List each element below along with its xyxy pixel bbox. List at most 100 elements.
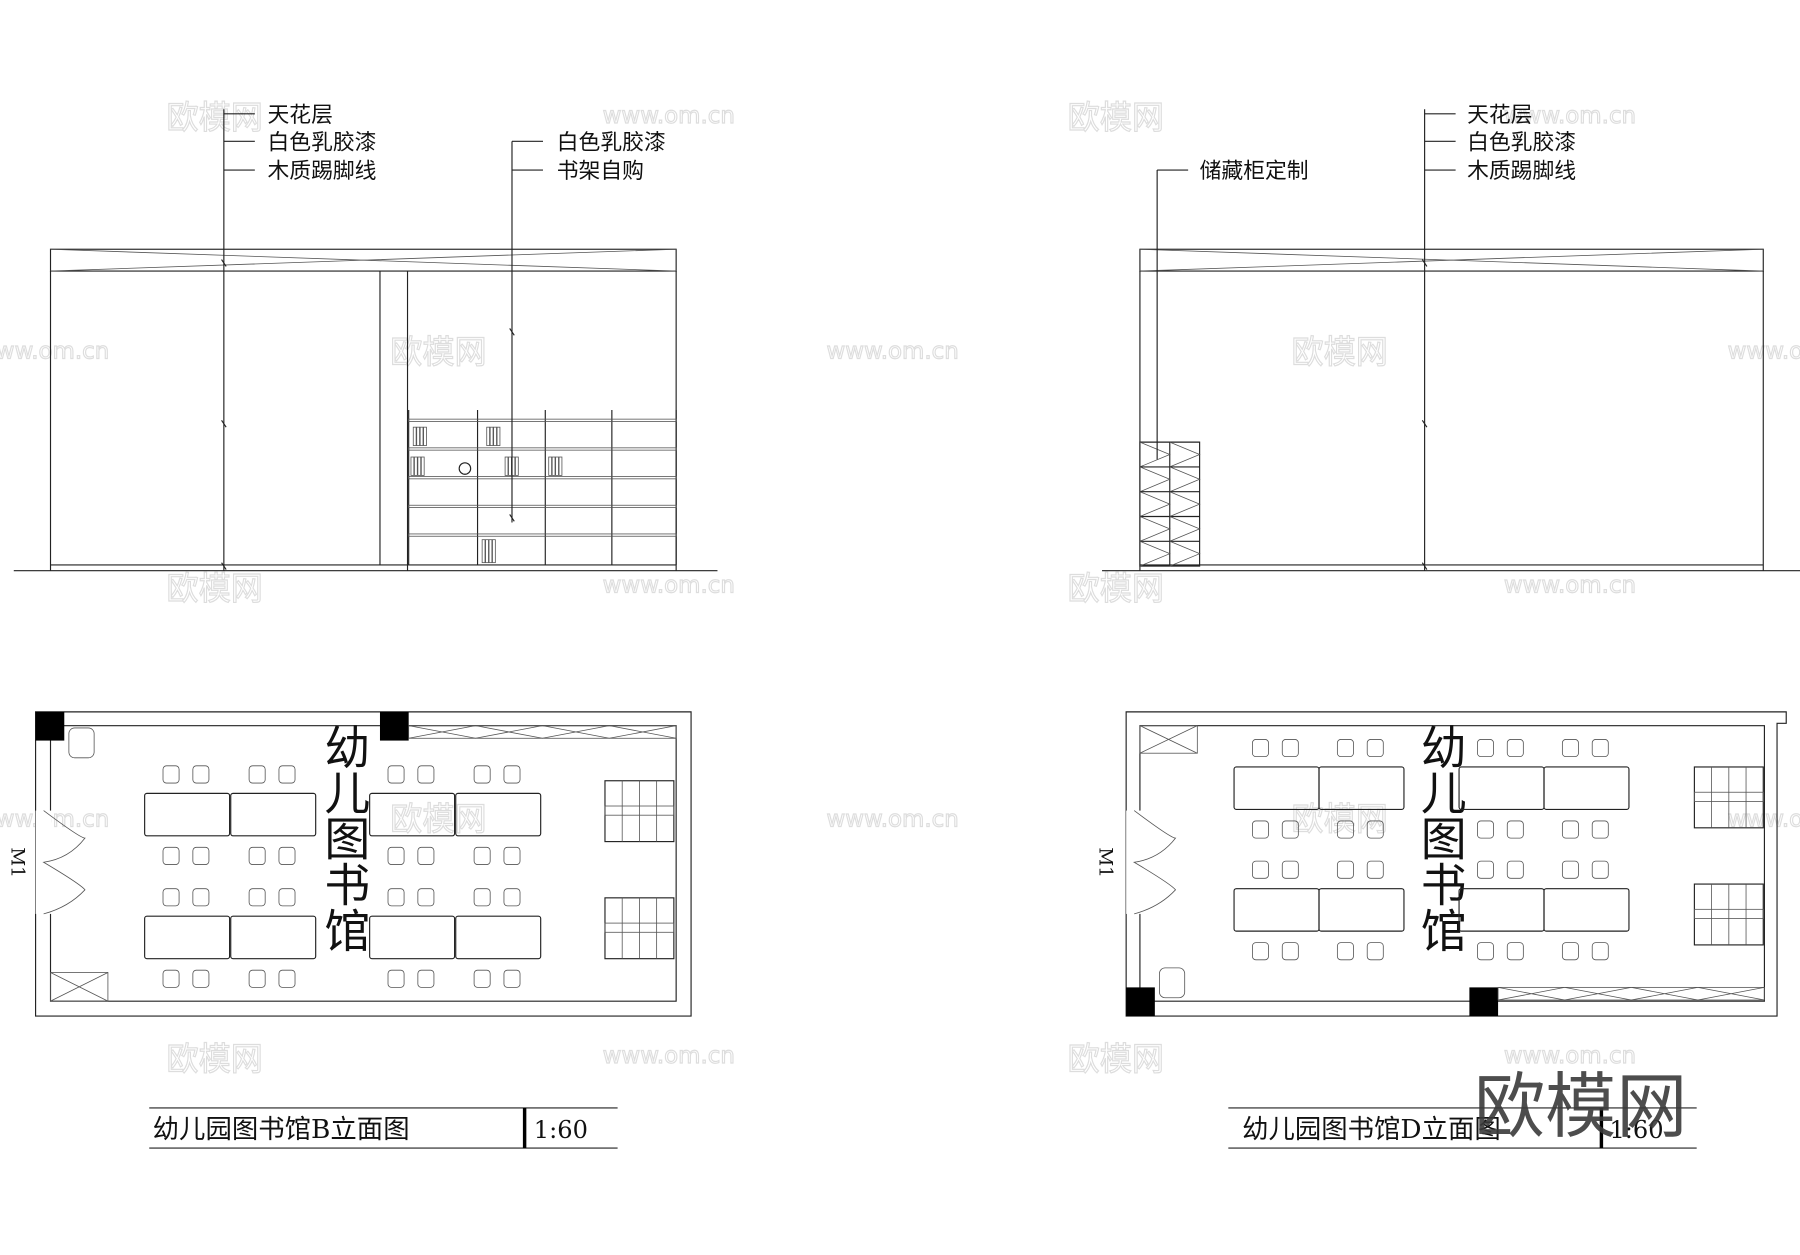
table <box>1318 888 1405 932</box>
book <box>489 426 494 446</box>
watermark-site: www.om.cn <box>827 807 959 833</box>
chair <box>1477 739 1494 758</box>
drawing-title: 幼儿园图书馆D立面图 <box>1242 1114 1501 1145</box>
storage-cabinet <box>1139 441 1201 567</box>
line <box>475 725 543 739</box>
table <box>230 915 317 960</box>
line <box>1631 986 1698 1001</box>
ornament <box>458 462 472 475</box>
book <box>515 456 519 476</box>
chair <box>503 888 521 907</box>
book <box>410 456 415 476</box>
shelf-board <box>408 504 677 508</box>
chair <box>1336 860 1354 879</box>
chair <box>1561 860 1579 879</box>
chair <box>1506 860 1524 879</box>
chair <box>1561 739 1579 758</box>
bookshelf <box>408 409 677 565</box>
chair <box>192 765 210 784</box>
chair <box>387 888 405 907</box>
chair <box>1252 739 1269 758</box>
chair <box>503 969 521 988</box>
book <box>416 426 420 446</box>
leader-label: 白色乳胶漆 <box>1467 130 1576 155</box>
watermark-site: www.om.cn <box>0 338 109 364</box>
table <box>1543 766 1630 811</box>
floor-plan-b: M1 幼儿图书馆 <box>6 711 692 1017</box>
shelf-board <box>408 447 677 451</box>
chair <box>1366 942 1384 961</box>
floor-plan-d: M1 幼儿图书馆 <box>1095 711 1787 1017</box>
watermark-logo: 欧模网 <box>166 99 262 137</box>
chair <box>278 969 296 988</box>
chair <box>192 888 210 907</box>
line <box>1139 466 1201 493</box>
table <box>455 915 542 960</box>
chair <box>162 888 180 907</box>
chair <box>1281 860 1299 879</box>
book <box>555 456 559 476</box>
chair <box>417 969 435 988</box>
watermark-site: www.om.cn <box>827 338 959 364</box>
shelf-board <box>408 476 677 480</box>
leader-label: 天花层 <box>267 103 332 128</box>
table <box>369 792 456 837</box>
table <box>455 792 542 837</box>
chair <box>1591 860 1609 879</box>
line <box>1139 491 1201 517</box>
chair <box>248 888 266 907</box>
book <box>412 426 417 446</box>
leader-label: 天花层 <box>1467 103 1532 128</box>
book <box>420 456 425 476</box>
book <box>496 426 501 446</box>
table <box>1543 888 1630 932</box>
chair <box>162 765 180 784</box>
chair <box>1477 860 1494 879</box>
leader-label: 木质踢脚线 <box>267 159 376 184</box>
chair <box>1477 942 1494 961</box>
watermark-logo: 欧模网 <box>390 333 486 371</box>
table <box>1458 888 1545 932</box>
watermark-logo: 欧模网 <box>1291 800 1387 838</box>
watermark-logo: 欧模网 <box>1291 333 1387 371</box>
chair <box>387 846 405 865</box>
drawing-scale: 1:60 <box>1609 1116 1663 1144</box>
watermark-logo: 欧模网 <box>1068 99 1164 137</box>
chair <box>162 846 180 865</box>
table <box>230 792 317 837</box>
window-bar <box>408 725 677 739</box>
chair <box>387 969 405 988</box>
chair <box>1336 739 1354 758</box>
chair <box>473 765 491 784</box>
chair <box>1561 820 1579 839</box>
leader-label: 储藏柜定制 <box>1200 159 1309 184</box>
watermark-logo: 欧模网 <box>1068 1040 1164 1078</box>
chair <box>473 888 491 907</box>
watermark-site: www.om.cn <box>603 103 735 129</box>
book <box>417 456 422 476</box>
line <box>609 725 677 739</box>
leader-label: 书架自购 <box>557 159 644 184</box>
shelf-board <box>408 533 677 537</box>
chair <box>278 888 296 907</box>
chair <box>248 846 266 865</box>
book <box>486 426 491 446</box>
chair <box>1281 739 1299 758</box>
chair <box>1366 820 1384 839</box>
book <box>481 539 486 564</box>
chair <box>417 765 435 784</box>
watermark-site: www.om.cn <box>1504 1043 1636 1069</box>
watermark-logo: 欧模网 <box>166 1040 262 1078</box>
chair <box>1366 860 1384 879</box>
title-block-d: 幼儿园图书馆D立面图 1:60 <box>1228 1107 1697 1149</box>
watermark-site: www.om.cn <box>1504 103 1636 129</box>
elevation-d: 储藏柜定制 天花层 白色乳胶漆 木质踢脚线 <box>1102 103 1800 572</box>
watermark-site: www.om.cn <box>1504 572 1636 598</box>
chair <box>473 846 491 865</box>
chair <box>1281 942 1299 961</box>
chair <box>278 846 296 865</box>
book <box>492 539 496 564</box>
line <box>1564 986 1632 1001</box>
watermark-site: www.om.cn <box>603 1043 735 1069</box>
